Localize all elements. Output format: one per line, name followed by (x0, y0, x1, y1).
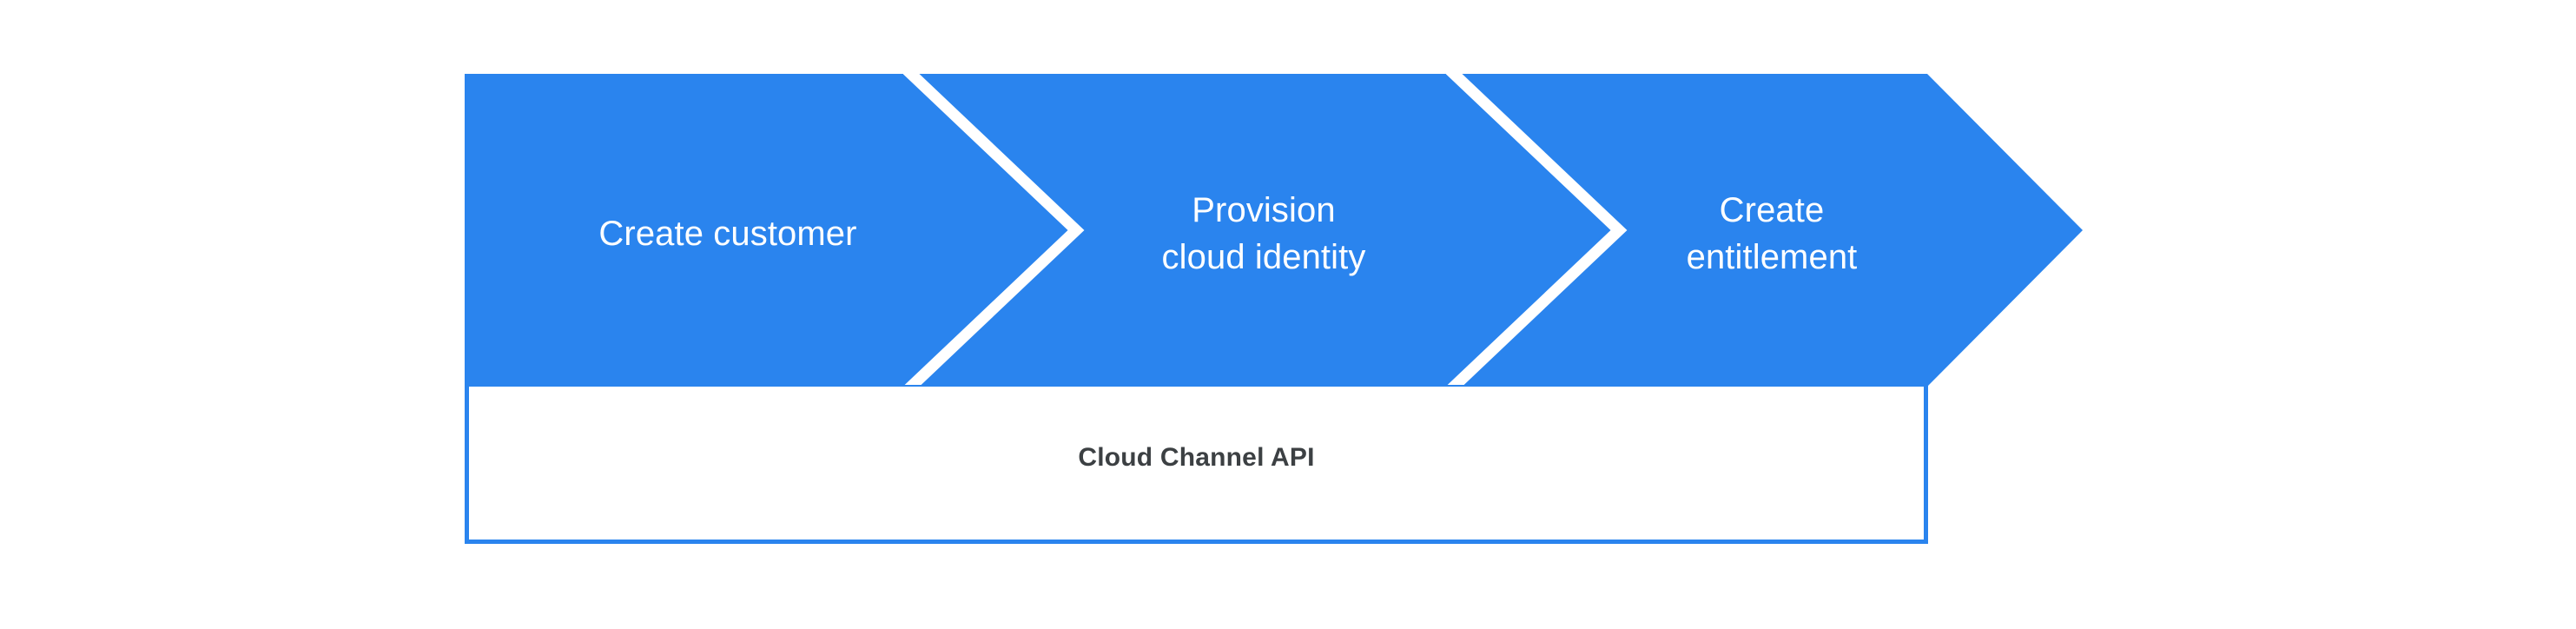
process-flow-banner (465, 65, 2083, 395)
chevron-banner-svg (465, 65, 2083, 395)
cloud-channel-api-bar: Cloud Channel API (465, 385, 1928, 544)
chevron-banner-shape (465, 74, 2083, 387)
chevron-separator-2 (1445, 65, 1628, 395)
cloud-channel-api-label: Cloud Channel API (1078, 443, 1315, 472)
chevron-separator-1 (902, 65, 1085, 395)
